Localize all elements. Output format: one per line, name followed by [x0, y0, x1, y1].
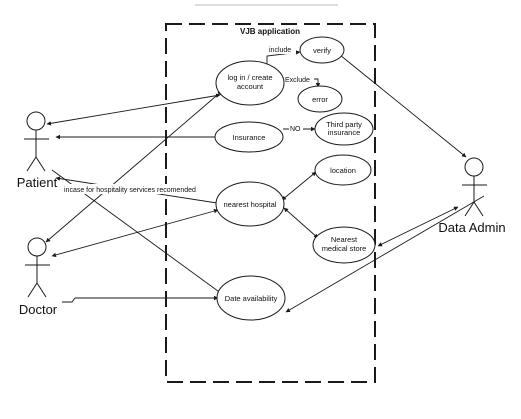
include-label: include: [269, 47, 291, 54]
svg-text:medical store: medical store: [322, 244, 367, 253]
doctor-date-link: [62, 295, 219, 303]
use-case-date-availability: Date availability: [216, 275, 286, 321]
patient-label: Patient: [17, 175, 58, 190]
svg-text:Insurance: Insurance: [233, 133, 266, 142]
actor-data-admin: Data Admin: [438, 157, 506, 235]
svg-text:verify: verify: [313, 46, 331, 55]
data-admin-label: Data Admin: [438, 220, 505, 235]
svg-text:Date availability: Date availability: [225, 294, 278, 303]
svg-text:insurance: insurance: [328, 128, 361, 137]
doctor-hospital-link: [51, 208, 219, 258]
use-case-login: log in / create account: [215, 60, 285, 106]
hospital-location-link: [281, 171, 317, 201]
hospitality-note: incase for hospitality services recomend…: [64, 187, 196, 194]
verify-admin-link: [339, 54, 467, 158]
actor-patient: Patient: [17, 111, 58, 190]
system-title: VJB application: [240, 27, 300, 36]
use-case-error: error: [297, 85, 343, 113]
doctor-label: Doctor: [19, 302, 58, 317]
svg-text:account: account: [237, 82, 264, 91]
svg-text:Third party: Third party: [326, 120, 362, 129]
use-case-nearest-medical-store: Nearest medical store: [312, 226, 376, 264]
actor-doctor: Doctor: [19, 237, 58, 317]
doctor-login-link: [45, 90, 223, 243]
exclude-label: Exclude: [285, 77, 310, 84]
use-case-location: location: [314, 154, 372, 186]
use-case-nearest-hospital: nearest hospital: [215, 181, 285, 227]
use-case-verify: verify: [299, 36, 345, 64]
svg-text:nearest hospital: nearest hospital: [224, 200, 277, 209]
svg-text:location: location: [330, 166, 356, 175]
svg-text:Nearest: Nearest: [331, 235, 358, 244]
svg-text:log in / create: log in / create: [227, 73, 272, 82]
use-case-insurance: Insurance: [214, 121, 284, 153]
no-label: NO: [290, 126, 301, 133]
hospital-store-link: [283, 207, 319, 239]
svg-text:error: error: [312, 95, 328, 104]
use-case-third-party-insurance: Third party insurance: [314, 112, 374, 146]
admin-store-link: [377, 206, 459, 247]
admin-date-link: [285, 195, 485, 313]
patient-login-link: [46, 93, 221, 126]
